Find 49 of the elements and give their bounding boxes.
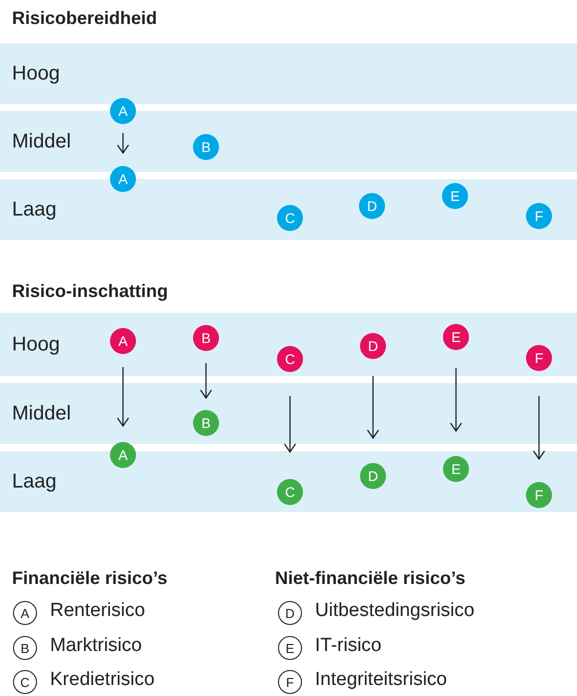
legend-text: Renterisico xyxy=(50,600,146,622)
level-label: Laag xyxy=(12,470,56,493)
legend-text: Marktrisico xyxy=(50,635,142,657)
circled-letter: E xyxy=(278,636,302,660)
section-heading: Niet-financiële risico’s xyxy=(275,568,466,589)
arrow xyxy=(366,376,380,439)
circled-letter: B xyxy=(13,636,37,660)
section-heading: Risicobereidheid xyxy=(12,8,158,29)
arrow xyxy=(200,363,212,399)
level-label: Hoog xyxy=(12,62,60,85)
legend-text: IT-risico xyxy=(315,635,382,657)
risk-marker: C xyxy=(277,205,303,231)
arrow xyxy=(116,133,130,154)
circled-letter: C xyxy=(13,670,37,694)
level-band xyxy=(0,383,577,444)
level-label: Middel xyxy=(12,130,71,153)
arrow xyxy=(532,396,546,460)
risk-marker: B xyxy=(193,410,219,436)
risk-marker: D xyxy=(360,463,386,489)
risk-marker: F xyxy=(526,345,552,371)
risk-marker: C xyxy=(277,479,303,505)
risk-marker: C xyxy=(277,346,303,372)
risk-marker: D xyxy=(360,333,386,359)
section-heading: Financiële risico’s xyxy=(12,568,168,589)
arrow xyxy=(284,396,296,453)
level-band xyxy=(0,313,577,376)
risk-marker: E xyxy=(443,456,469,482)
circled-letter: D xyxy=(278,601,302,625)
risk-marker: E xyxy=(442,183,468,209)
legend-text: Kredietrisico xyxy=(50,669,155,691)
arrow xyxy=(450,368,462,432)
section-heading: Risico-inschatting xyxy=(12,281,168,302)
risk-marker: F xyxy=(526,203,552,229)
level-label: Laag xyxy=(12,198,56,221)
risk-marker: B xyxy=(193,134,219,160)
circled-letter: A xyxy=(13,601,37,625)
level-label: Hoog xyxy=(12,333,60,356)
risk-marker: D xyxy=(359,193,385,219)
legend-text: Integriteitsrisico xyxy=(315,669,447,691)
level-band xyxy=(0,43,577,104)
legend-text: Uitbestedingsrisico xyxy=(315,600,474,622)
risk-marker: F xyxy=(526,482,552,508)
level-band xyxy=(0,451,577,512)
arrow xyxy=(116,367,130,427)
level-label: Middel xyxy=(12,402,71,425)
risk-marker: A xyxy=(110,328,136,354)
risk-marker: B xyxy=(193,325,219,351)
risk-marker: E xyxy=(443,324,469,350)
circled-letter: F xyxy=(278,670,302,694)
